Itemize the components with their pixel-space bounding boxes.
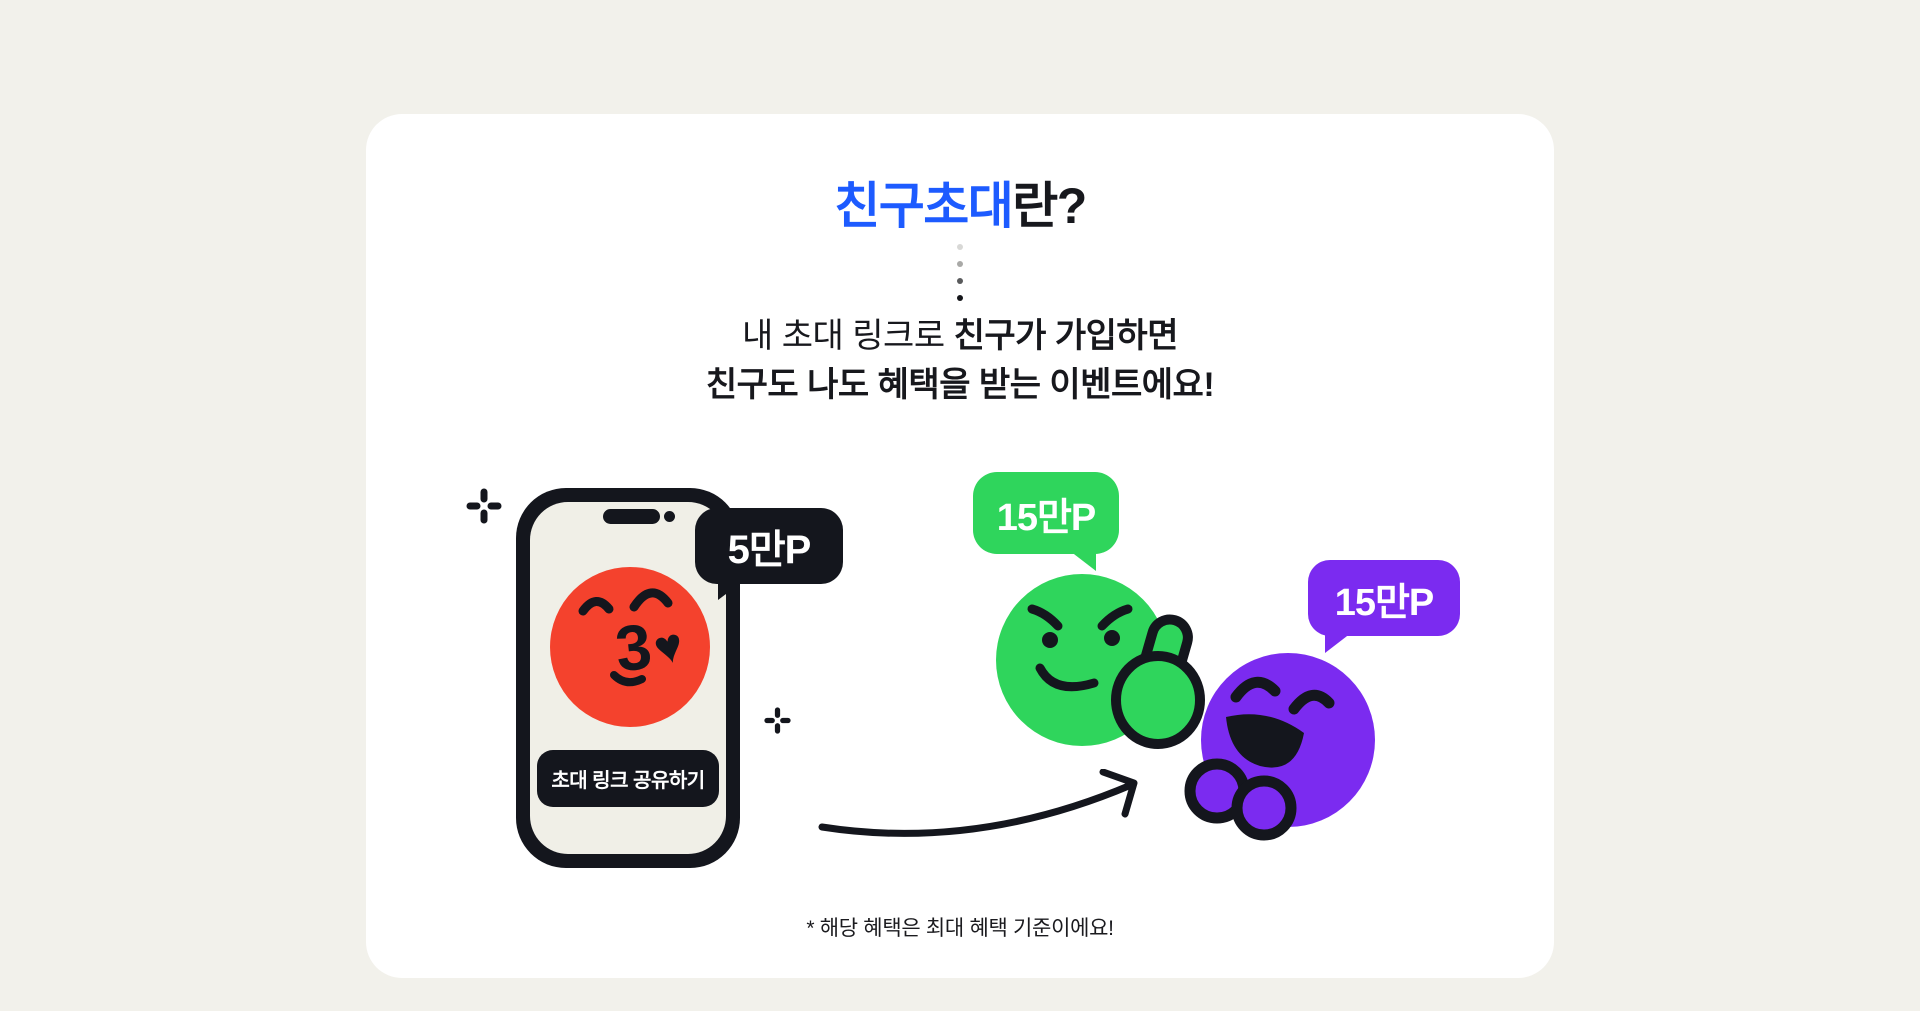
footnote: * 해당 혜택은 최대 혜택 기준이에요! bbox=[806, 917, 1114, 940]
intro-line-1-regular: 내 초대 링크로 bbox=[742, 317, 954, 355]
dot bbox=[957, 244, 963, 250]
event-card: 친구초대란? 내 초대 링크로 친구가 가입하면 친구도 나도 혜택을 받는 이… bbox=[366, 114, 1554, 978]
curved-arrow-icon bbox=[818, 769, 1138, 837]
friend-point-bubble-green-label: 15만P bbox=[996, 496, 1097, 539]
page-title-rest: 란? bbox=[1012, 178, 1087, 234]
purple-laughing-face-icon bbox=[1184, 653, 1375, 841]
sparkle-icon bbox=[466, 488, 502, 524]
intro-line-2-bold: 친구도 나도 혜택을 받는 이벤트에요! bbox=[705, 366, 1215, 404]
my-point-badge: 5만P bbox=[695, 508, 843, 600]
dot bbox=[957, 278, 963, 284]
sparkle-icon bbox=[764, 707, 791, 734]
intro-line-2: 친구도 나도 혜택을 받는 이벤트에요! bbox=[366, 361, 1554, 410]
green-smirk-face-icon bbox=[996, 574, 1205, 749]
intro-line-1: 내 초대 링크로 친구가 가입하면 bbox=[366, 312, 1554, 361]
page-title-highlight: 친구초대 bbox=[834, 178, 1014, 234]
phone-notch bbox=[603, 509, 660, 524]
my-point-badge-label: 5만P bbox=[727, 528, 812, 572]
share-invite-link-button[interactable]: 초대 링크 공유하기 bbox=[537, 750, 719, 807]
friend-point-bubble-purple-label: 15만P bbox=[1334, 581, 1435, 624]
friend-point-bubble-green: 15만P bbox=[973, 472, 1119, 571]
page-title: 친구초대란? bbox=[366, 166, 1554, 238]
fading-dots-divider bbox=[957, 244, 963, 312]
camera-dot-icon bbox=[664, 511, 675, 522]
phone-screen: 3 ♥ 초대 링크 공유하기 bbox=[530, 502, 726, 854]
dot bbox=[957, 295, 963, 301]
friend-point-bubble-purple: 15만P bbox=[1308, 560, 1460, 653]
kiss-face-emoji-icon: 3 ♥ bbox=[550, 567, 710, 727]
intro-text: 내 초대 링크로 친구가 가입하면 친구도 나도 혜택을 받는 이벤트에요! bbox=[366, 312, 1554, 410]
intro-line-1-bold: 친구가 가입하면 bbox=[953, 317, 1179, 355]
svg-text:3: 3 bbox=[612, 610, 655, 685]
dot bbox=[957, 261, 963, 267]
